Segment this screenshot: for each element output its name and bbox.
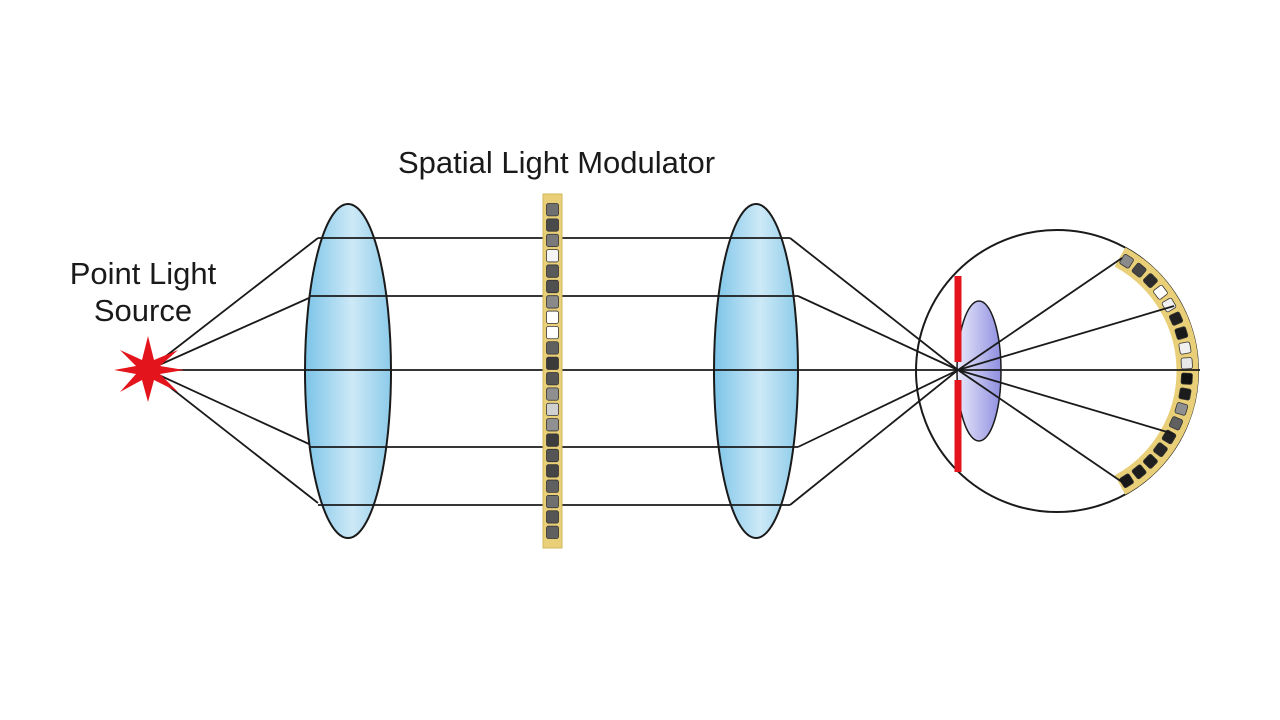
spatial-light-modulator-label: Spatial Light Modulator bbox=[398, 145, 716, 180]
retina-pixel bbox=[1131, 464, 1147, 480]
retina-pixel bbox=[1180, 372, 1193, 385]
collimating-lens bbox=[304, 203, 392, 539]
retina-pixel bbox=[1143, 454, 1158, 469]
retina-pixel bbox=[1180, 357, 1193, 370]
modulator-pixel bbox=[546, 264, 559, 278]
modulator-pixel bbox=[546, 495, 559, 509]
retina-pixel bbox=[1174, 402, 1189, 416]
modulator-pixel bbox=[546, 356, 559, 370]
modulator-pixel bbox=[546, 479, 559, 493]
retina-pixel bbox=[1169, 311, 1184, 326]
modulator-pixel bbox=[546, 387, 559, 401]
retina-pixel bbox=[1143, 273, 1158, 288]
modulator-pixel bbox=[546, 433, 559, 447]
retina-pixel bbox=[1119, 473, 1134, 489]
modulator-pixel bbox=[546, 279, 559, 294]
light-rays bbox=[147, 237, 1200, 506]
modulator-pixel bbox=[546, 448, 559, 463]
retina-pixel bbox=[1178, 387, 1192, 401]
retina-pixel bbox=[1153, 442, 1168, 458]
retina-pixel bbox=[1169, 416, 1184, 431]
modulator-pixel bbox=[546, 310, 559, 324]
modulator-pixel bbox=[546, 372, 559, 386]
modulator-pixel bbox=[546, 525, 559, 539]
retina-pixel bbox=[1174, 326, 1189, 340]
spatial-light-modulator bbox=[542, 193, 563, 549]
modulator-pixel bbox=[546, 326, 559, 340]
modulator-pixel bbox=[546, 510, 559, 524]
modulator-pixel bbox=[546, 464, 559, 478]
modulator-pixel bbox=[546, 341, 559, 355]
modulator-pixel bbox=[546, 218, 559, 232]
point-light-source-label-line2: Source bbox=[93, 293, 193, 329]
modulator-pixel bbox=[546, 203, 559, 217]
modulator-pixel bbox=[546, 295, 559, 309]
point-light-source-label-line1: Point Light bbox=[69, 256, 217, 291]
modulator-pixel bbox=[546, 233, 559, 247]
point-light-source-label: Point Light Source bbox=[68, 255, 218, 329]
modulator-pixel bbox=[546, 249, 559, 263]
modulator-pixel bbox=[546, 402, 559, 416]
retina-pixel bbox=[1178, 341, 1192, 355]
modulator-pixel-array bbox=[546, 203, 559, 539]
point-light-source-icon bbox=[114, 336, 184, 402]
retina-pixel bbox=[1131, 262, 1147, 278]
modulator-pixel bbox=[546, 418, 559, 432]
retina-pixel bbox=[1153, 284, 1168, 300]
focusing-lens bbox=[713, 203, 799, 539]
